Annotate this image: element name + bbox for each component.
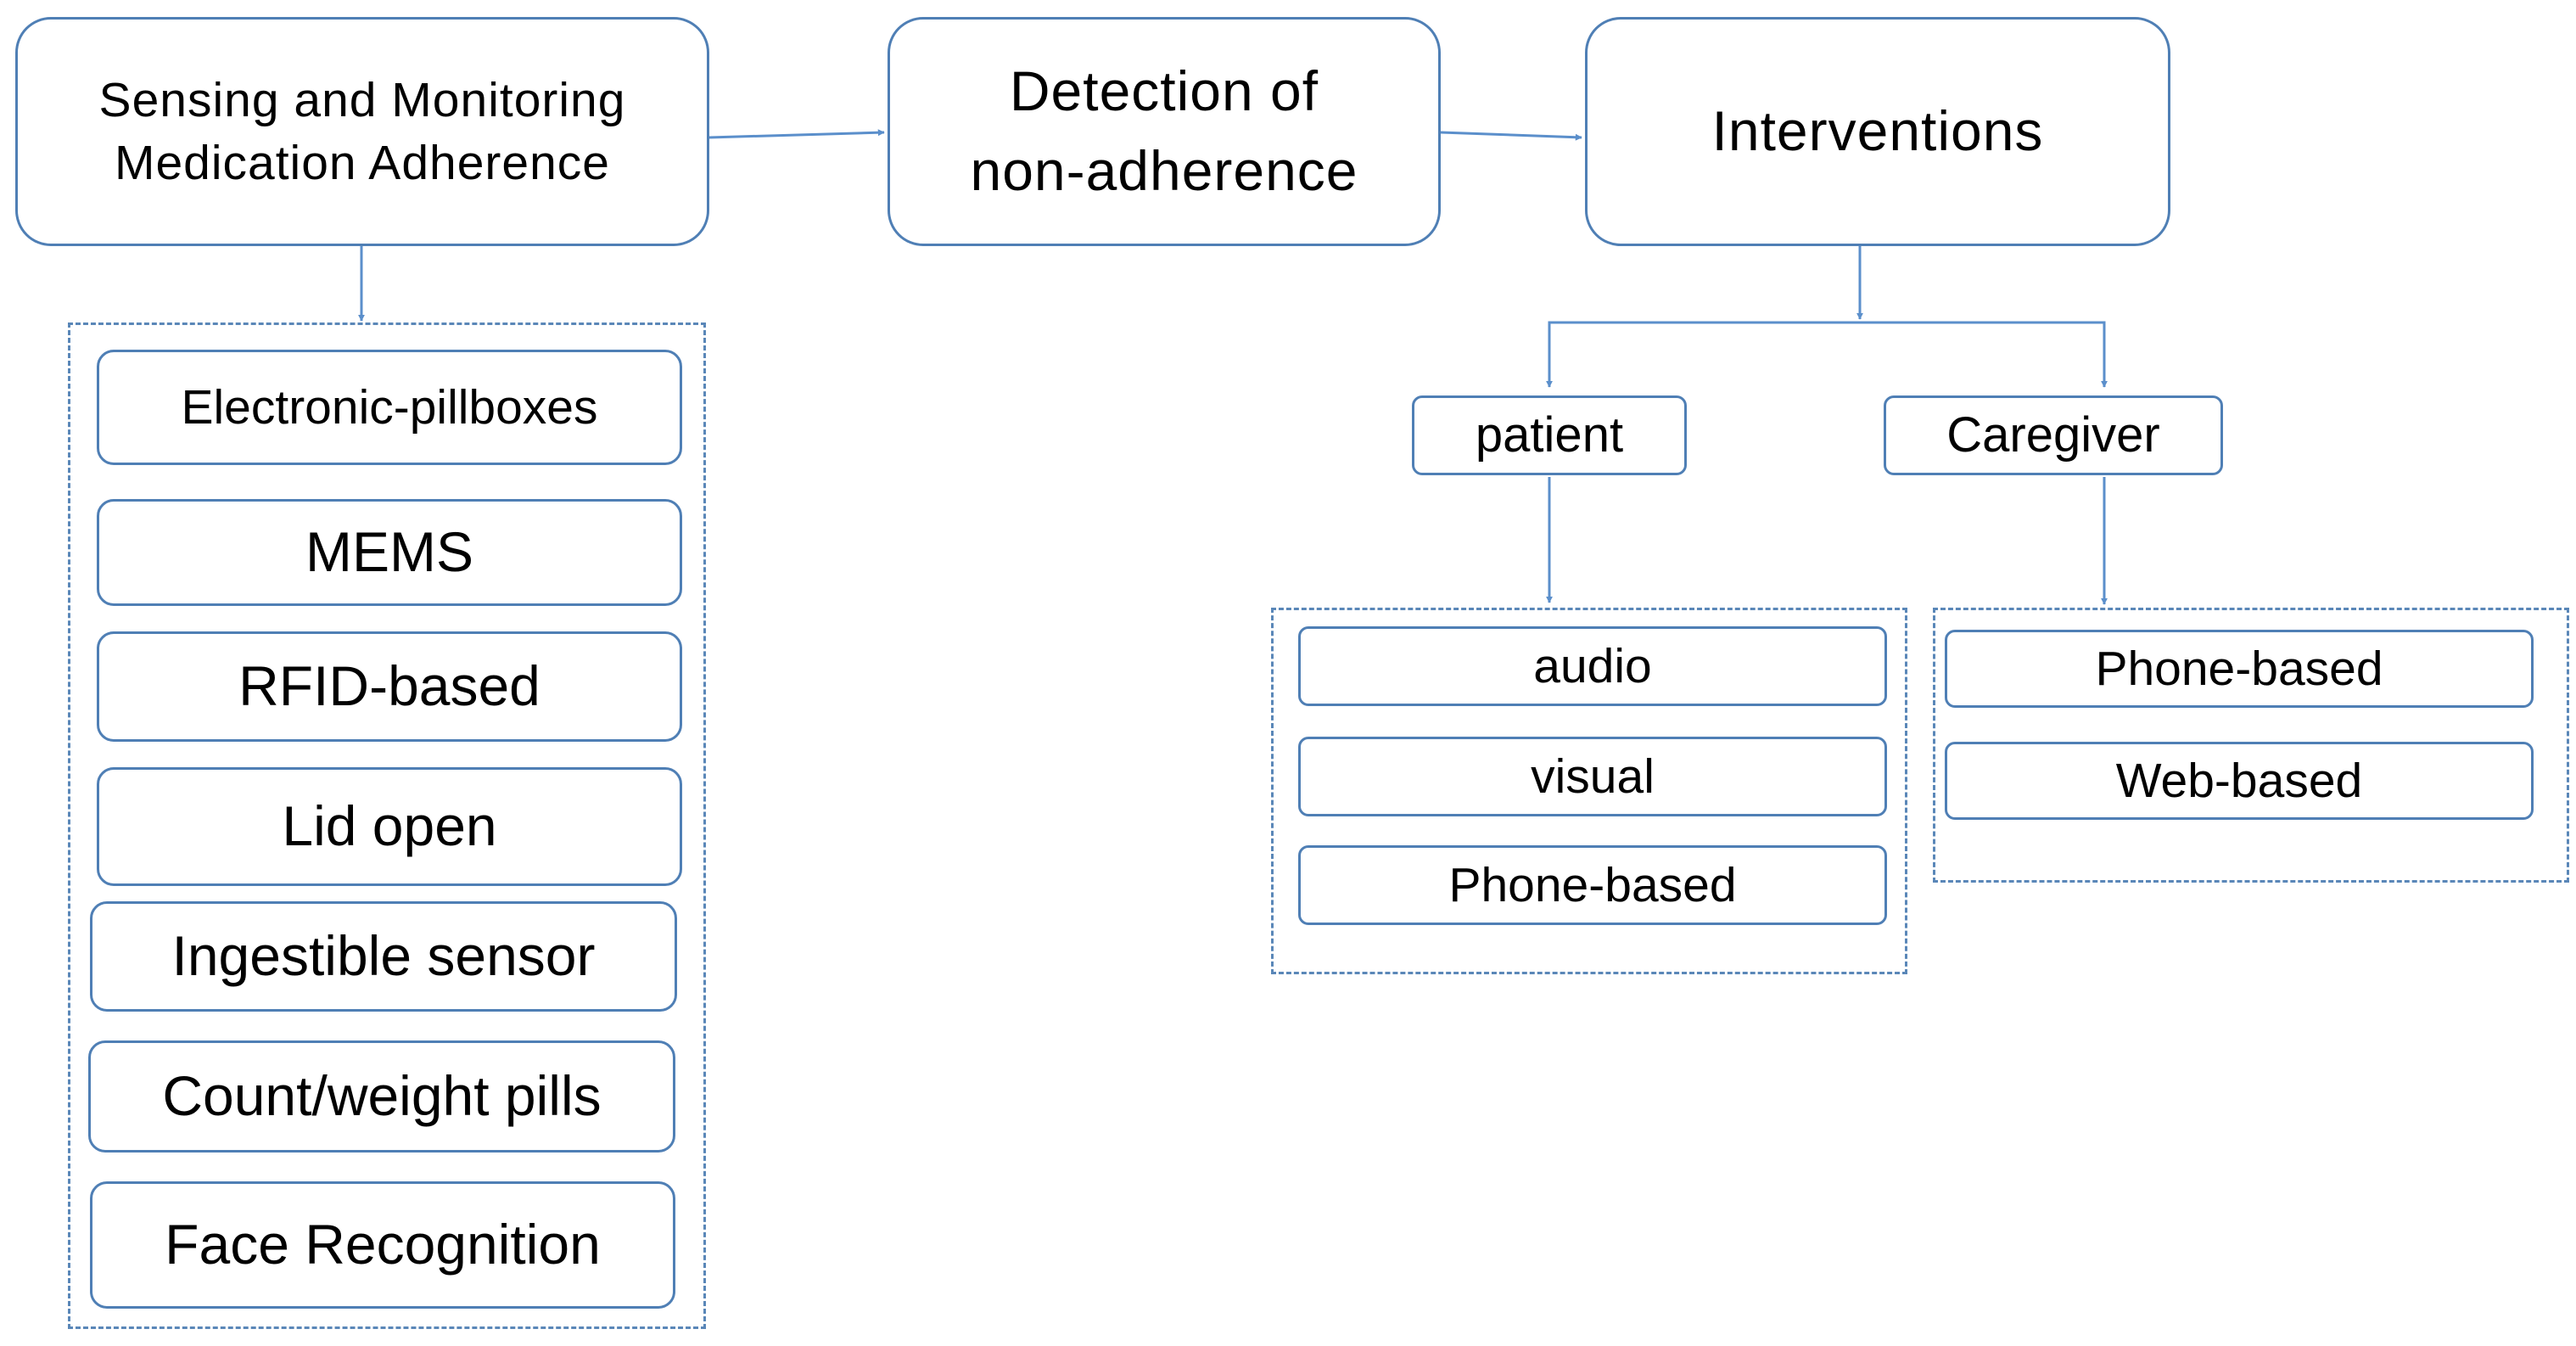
patient-label: patient [1475,407,1624,463]
sensing-method-count-weight-pills: Count/weight pills [88,1040,675,1153]
caregiver-channel-phone-based: Phone-based [1945,630,2534,708]
sensing-method-ingestible-sensor: Ingestible sensor [90,901,677,1012]
detection-label-line2: non-adherence [970,139,1358,202]
caregiver-channel-label: Phone-based [2095,641,2383,696]
sensing-method-electronic-pillboxes: Electronic-pillboxes [97,350,682,465]
patient-channel-audio: audio [1298,626,1887,706]
sensing-method-label: Face Recognition [165,1213,601,1276]
patient-channel-phone-based: Phone-based [1298,845,1887,925]
patient-channel-label: visual [1531,749,1655,804]
sensing-method-label: Ingestible sensor [171,924,596,988]
sensing-method-rfid: RFID-based [97,631,682,742]
sensing-method-lid-open: Lid open [97,767,682,886]
patient-channel-visual: visual [1298,737,1887,816]
sensing-method-label: Electronic-pillboxes [181,379,598,435]
interventions-label: Interventions [1711,99,2044,163]
sensing-method-label: RFID-based [238,654,540,718]
sensing-method-label: Lid open [282,794,497,858]
detection-box: Detection of non-adherence [888,17,1441,246]
sensing-method-mems: MEMS [97,499,682,606]
caregiver-channel-web-based: Web-based [1945,742,2534,820]
sensing-method-face-recognition: Face Recognition [90,1181,675,1309]
sensing-label-line1: Sensing and Monitoring [98,72,626,127]
sensing-monitoring-box: Sensing and Monitoring Medication Adhere… [15,17,709,246]
caregiver-channels-group [1933,608,2569,883]
patient-channel-label: Phone-based [1448,857,1737,912]
arrow-detection-to-interventions [1440,131,1582,141]
caregiver-channel-label: Web-based [2115,753,2363,808]
arrow-sensing-to-detection [708,129,885,139]
caregiver-box: Caregiver [1884,395,2223,475]
connector-branch-bar [1546,321,2108,388]
sensing-method-label: MEMS [305,520,473,584]
interventions-box: Interventions [1585,17,2170,246]
sensing-method-label: Count/weight pills [162,1064,602,1128]
patient-channel-label: audio [1533,638,1652,693]
detection-label-line1: Detection of [1009,59,1319,123]
patient-box: patient [1412,395,1687,475]
sensing-methods-group [68,322,706,1329]
sensing-label-line2: Medication Adherence [114,136,611,190]
patient-channels-group [1271,608,1907,974]
caregiver-label: Caregiver [1946,407,2160,463]
